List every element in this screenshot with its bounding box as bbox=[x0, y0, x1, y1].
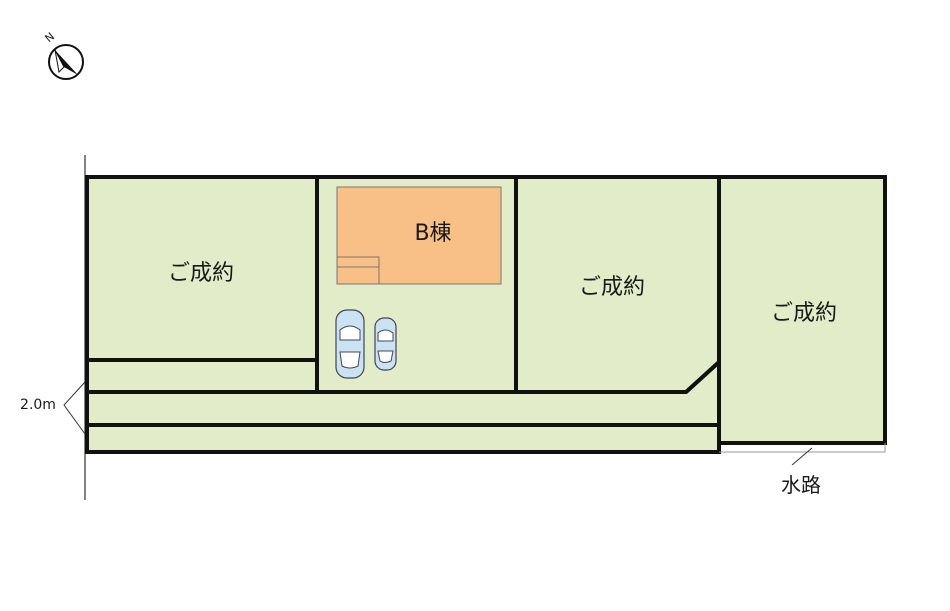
lot-3-status-label: ご成約 bbox=[579, 275, 645, 300]
north-arrow-icon: N bbox=[42, 30, 84, 80]
lot-3 bbox=[514, 175, 721, 394]
road-width-label: 2.0m bbox=[20, 397, 56, 413]
lot-1-driveway bbox=[85, 358, 319, 394]
road-width-dimension: 2.0m bbox=[20, 381, 86, 435]
car-icon bbox=[335, 309, 365, 379]
lot-1-status-label: ご成約 bbox=[168, 261, 234, 286]
waterway-label: 水路 bbox=[781, 473, 821, 497]
north-label: N bbox=[42, 30, 57, 45]
road-strip-lower bbox=[85, 423, 721, 454]
building-label: B棟 bbox=[414, 221, 451, 246]
car-icon bbox=[374, 317, 397, 371]
lot-4-status-label: ご成約 bbox=[771, 301, 837, 326]
waterway: 水路 bbox=[719, 443, 886, 497]
lot-4 bbox=[717, 175, 887, 445]
building-b-footprint bbox=[336, 186, 502, 285]
